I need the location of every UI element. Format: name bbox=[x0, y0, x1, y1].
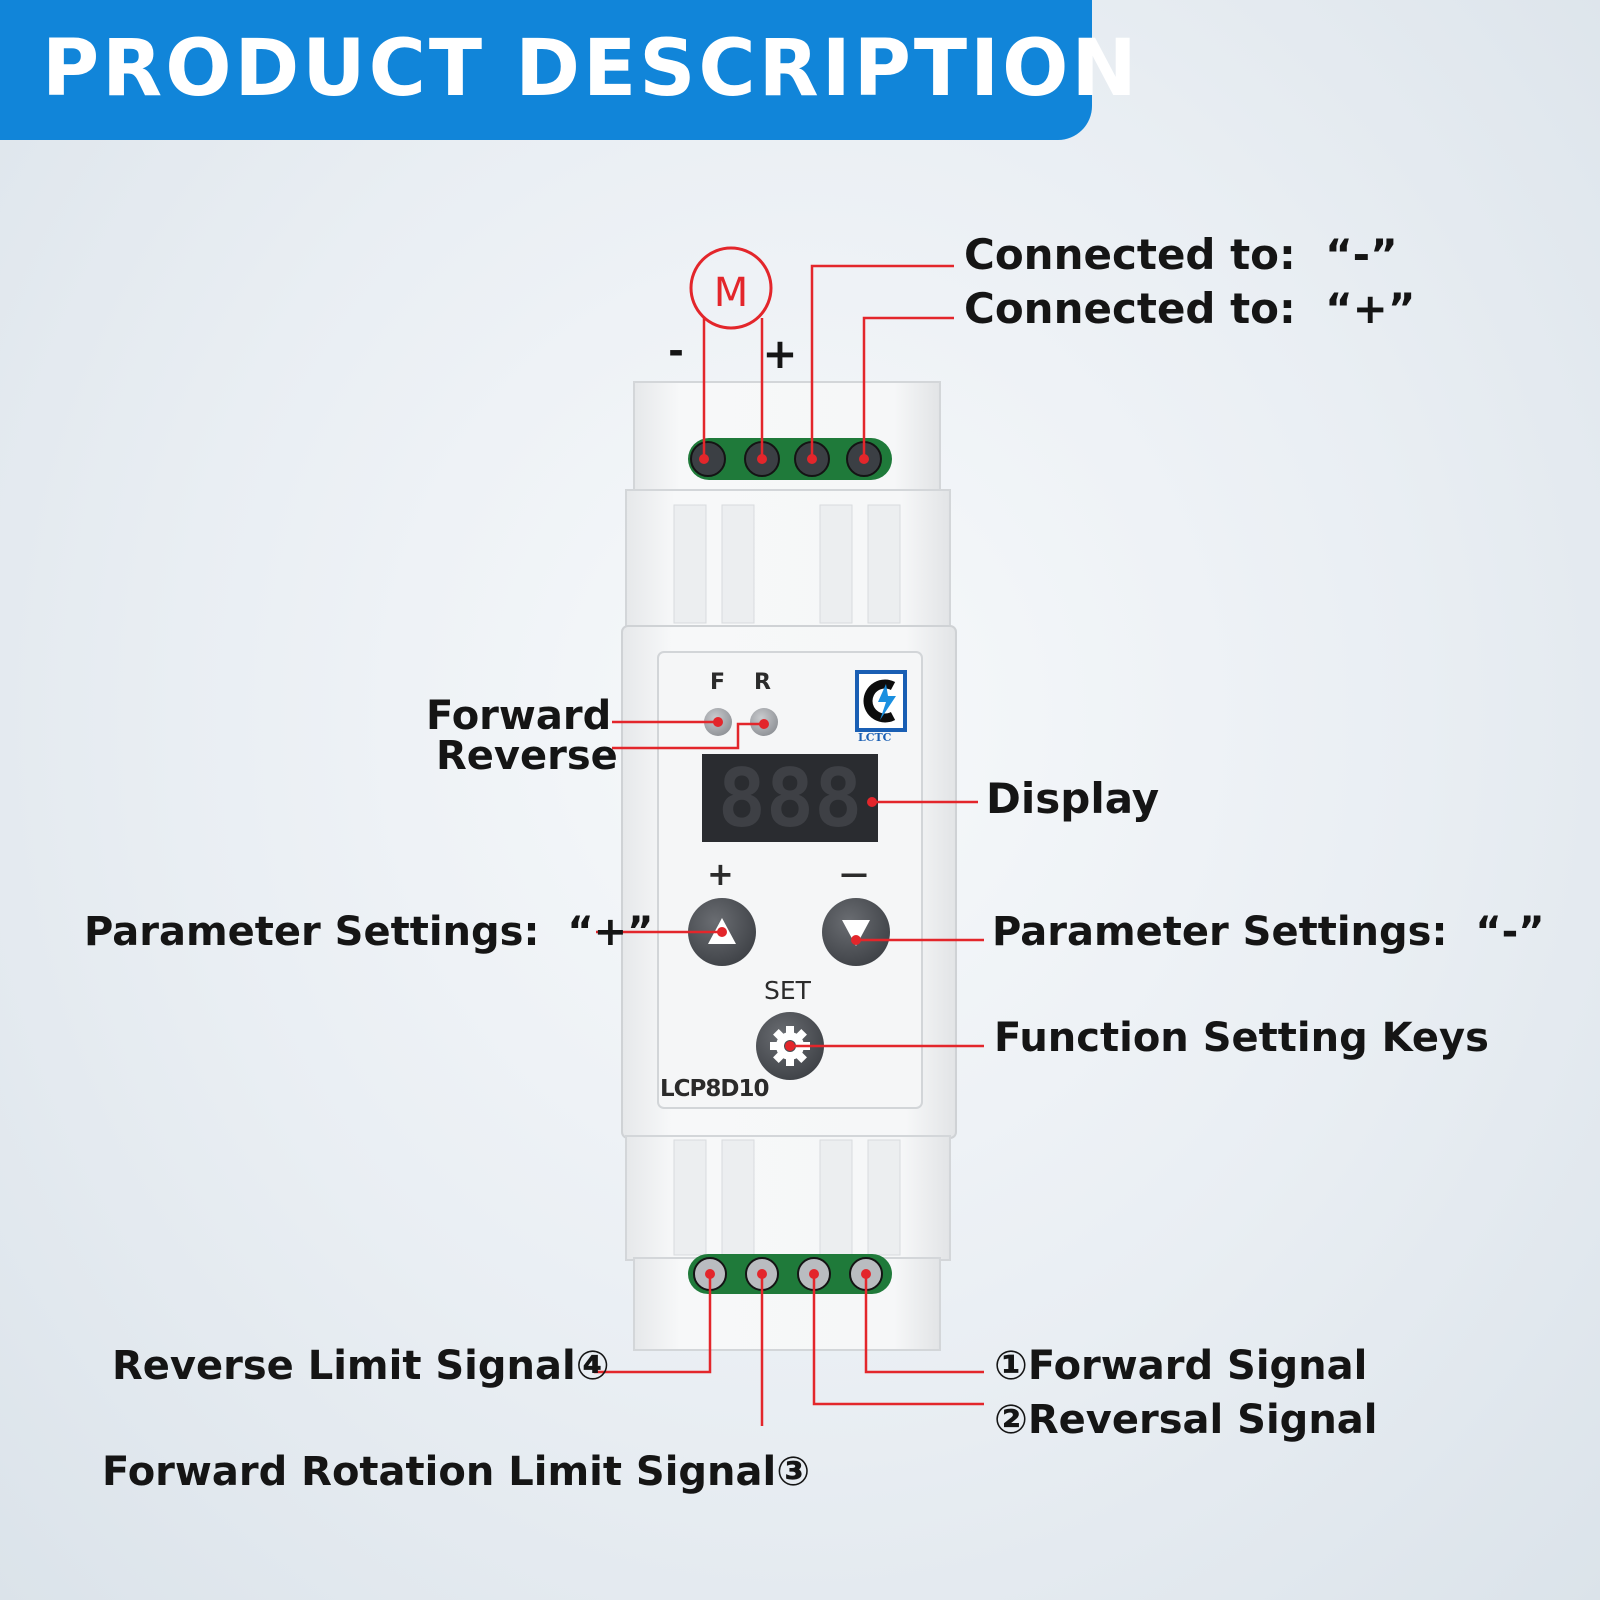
leader-dots bbox=[699, 454, 877, 1279]
bottom-terminal-block bbox=[688, 1254, 892, 1294]
label-reversal-signal: ②Reversal Signal bbox=[994, 1397, 1378, 1443]
label-reverse-limit: Reverse Limit Signal④ bbox=[112, 1343, 610, 1389]
seven-segment-display bbox=[702, 754, 878, 842]
label-forward: Forward bbox=[426, 693, 612, 739]
brand-name: LCTC bbox=[858, 731, 892, 744]
display-digits: 888 bbox=[718, 752, 863, 845]
motor-plus: + bbox=[762, 329, 797, 378]
motor-symbol bbox=[689, 246, 773, 330]
banner-title: PRODUCT DESCRIPTION bbox=[42, 24, 1140, 114]
led-r-label: R bbox=[754, 670, 771, 695]
set-label: SET bbox=[764, 976, 811, 1005]
top-terminal-block bbox=[688, 438, 892, 480]
led-f-label: F bbox=[710, 670, 726, 695]
motor-minus: - bbox=[668, 329, 684, 373]
label-param-minus: Parameter Settings: “-” bbox=[992, 909, 1545, 955]
key-plus-label: + bbox=[707, 855, 734, 893]
title-banner: PRODUCT DESCRIPTION bbox=[0, 0, 1137, 140]
label-connected-minus: Connected to: “-” bbox=[964, 230, 1398, 279]
label-param-plus: Parameter Settings: “+” bbox=[84, 909, 654, 955]
leader-lines bbox=[594, 264, 984, 1426]
label-function-keys: Function Setting Keys bbox=[994, 1015, 1489, 1061]
label-forward-signal: ①Forward Signal bbox=[994, 1343, 1368, 1389]
label-connected-plus: Connected to: “+” bbox=[964, 284, 1416, 333]
label-display: Display bbox=[986, 774, 1160, 823]
motor-letter: M bbox=[714, 270, 749, 316]
label-reverse: Reverse bbox=[436, 733, 618, 779]
label-forward-limit: Forward Rotation Limit Signal③ bbox=[102, 1449, 811, 1495]
model-label: LCP8D10 bbox=[660, 1076, 769, 1102]
down-arrow-icon bbox=[842, 920, 870, 946]
key-minus-label: — bbox=[840, 857, 868, 890]
